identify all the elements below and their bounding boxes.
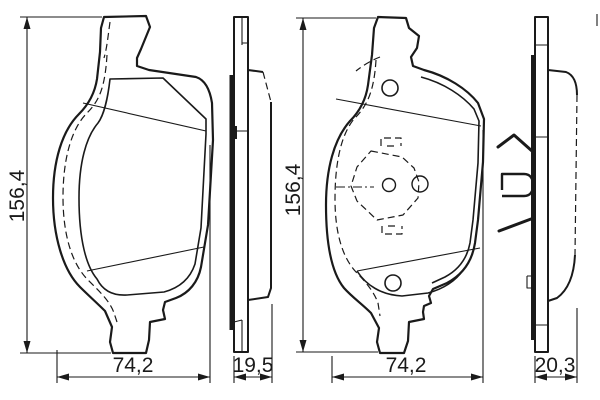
pad-a-width-label: 74,2 [113,354,154,377]
pad-a-height-dimension: 156,4 [6,16,111,354]
pad-b-hidden-edge [334,56,381,317]
pad-a-side-detail-lines [233,17,248,352]
pad-b-friction-outline [356,76,480,297]
pad-b-side-plate [534,16,578,353]
pad-a-side-hidden-edge [262,71,272,103]
pad-b-width-dimension: 74,2 [331,130,484,383]
pad-a-friction-outline [78,77,207,296]
pad-a-thickness-label: 19,5 [233,354,274,377]
pad-b-side-hidden-edge [574,94,578,256]
pad-a-hidden-edge [62,21,118,323]
pad-b-height-label: 156,4 [282,163,305,216]
pad-a-height-extension-lines [20,16,111,354]
pad-b-chamfer-lines [335,98,482,272]
pad-b-shim-hole-left [381,177,397,193]
pad-b-side-detail-lines [526,14,598,326]
pad-a-side-plate [233,16,272,353]
pad-b-shim-hole-right [411,175,429,193]
pad-b-thickness-dimension: 20,3 [534,308,578,383]
pad-b-rivet-hole-bottom [384,274,402,292]
pad-a-front-view [51,14,215,355]
pad-b-side-view [496,14,598,353]
pad-a-side-view [229,16,272,353]
pad-b-shim-hidden-outline [350,137,420,235]
pad-b-outline [324,15,486,355]
pad-a-thickness-dimension: 19,5 [233,304,274,383]
pad-a-height-label: 156,4 [6,169,29,222]
pad-b-spring-clip-hook [500,172,535,198]
pad-b-rivet-hole-top [381,79,399,97]
pad-a-chamfer-lines [82,102,207,272]
pad-b-width-label: 74,2 [386,354,427,377]
pad-a-side-shim-bar [229,75,237,330]
pad-a-outline [51,14,215,355]
pad-b-side-shim-bar [531,55,535,340]
pad-b-thickness-label: 20,3 [535,354,576,377]
pad-b-height-dimension: 156,4 [282,17,378,353]
pad-b-front-view [324,15,486,355]
pad-a-width-dimension: 74,2 [56,145,211,383]
pad-b-spring-clip-wires [496,133,534,233]
pad-b-height-extension-lines [296,17,378,353]
